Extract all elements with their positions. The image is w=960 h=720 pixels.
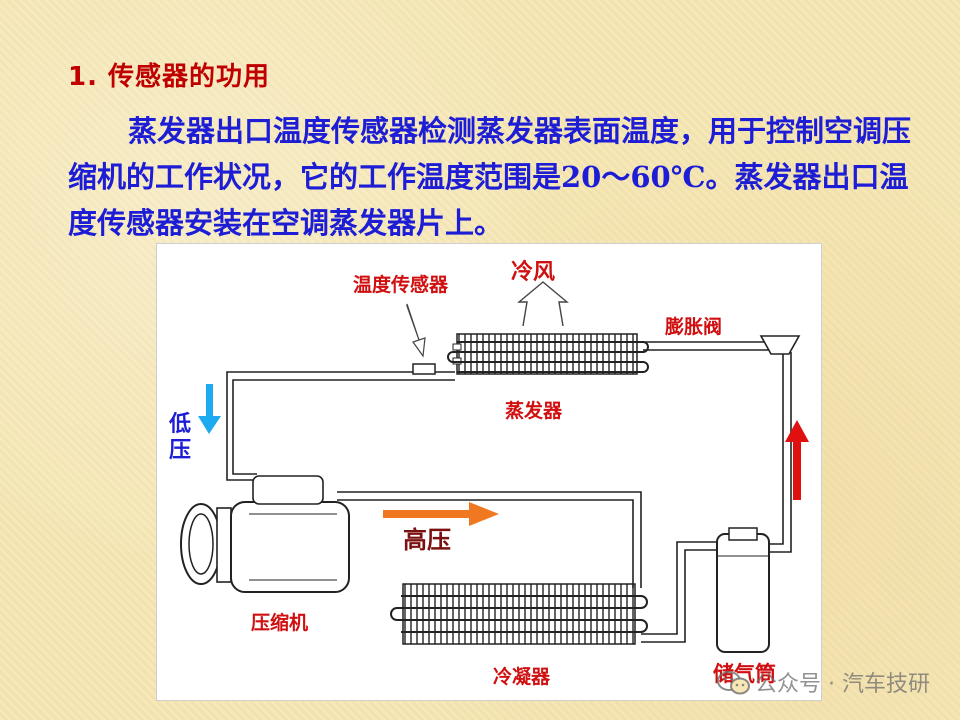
compressor-shape	[180, 475, 350, 593]
watermark: 公众号 · 汽车技研	[717, 666, 930, 698]
wechat-icon	[717, 670, 751, 696]
label-cold-air: 冷风	[511, 260, 556, 285]
sensor-pointer-arrow	[406, 303, 426, 358]
evaporator-coil	[447, 333, 649, 375]
ac-system-diagram: 温度传感器 冷风 膨胀阀 蒸发器 低压 高压 压缩机 冷凝器 储气筒	[156, 243, 822, 701]
receiver-drier-shape	[716, 527, 770, 653]
return-flow-arrow	[785, 420, 809, 500]
label-high-pressure: 高压	[403, 526, 451, 554]
slide-heading: 1. 传感器的功用	[68, 62, 271, 92]
label-evaporator: 蒸发器	[505, 400, 563, 422]
refrigerant-piping	[226, 341, 792, 643]
ac-system-drawing	[180, 281, 809, 653]
temp-sensor-block	[412, 363, 436, 375]
expansion-valve-shape	[759, 335, 801, 355]
cold-air-arrow	[517, 281, 569, 327]
label-low-pressure: 低压	[169, 412, 192, 463]
label-condenser: 冷凝器	[493, 666, 551, 688]
label-compressor: 压缩机	[251, 612, 309, 634]
label-expansion-valve: 膨胀阀	[665, 316, 723, 338]
low-pressure-arrow	[198, 384, 221, 434]
condenser-coil	[390, 583, 648, 645]
slide-paragraph: 蒸发器出口温度传感器检测蒸发器表面温度，用于控制空调压缩机的工作状况，它的工作温…	[68, 114, 912, 240]
high-pressure-arrow	[383, 502, 499, 526]
label-temp-sensor: 温度传感器	[353, 274, 449, 296]
watermark-text: 公众号 · 汽车技研	[755, 672, 930, 697]
